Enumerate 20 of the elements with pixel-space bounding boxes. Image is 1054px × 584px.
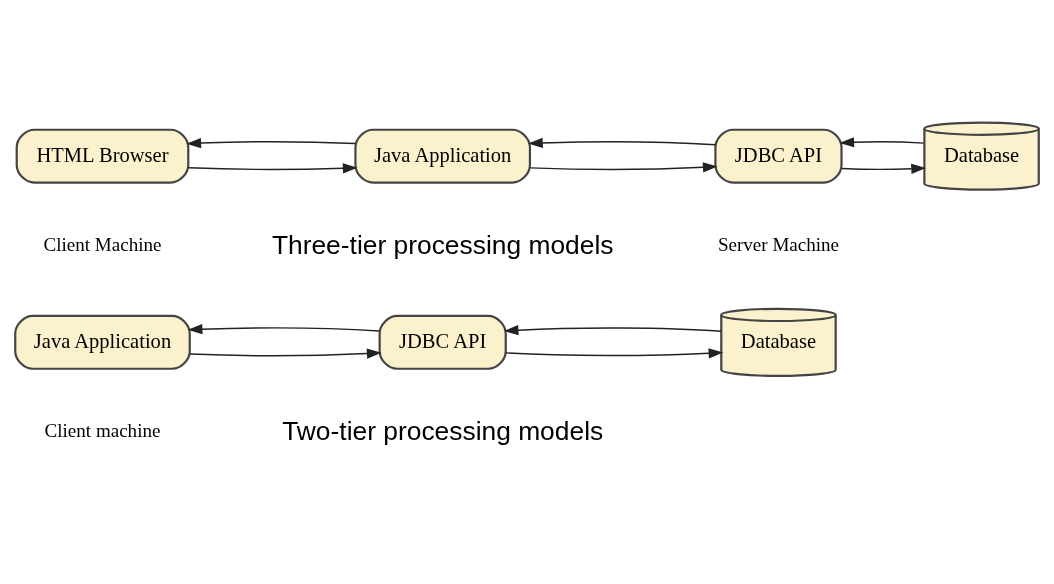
arrow bbox=[529, 162, 718, 173]
label: Client machine bbox=[44, 419, 161, 441]
node-box: JDBC API bbox=[378, 314, 507, 370]
node-box: Java Application bbox=[14, 314, 191, 370]
node-box: Java Application bbox=[354, 128, 532, 184]
arrow bbox=[187, 163, 358, 174]
node-box: HTML Browser bbox=[15, 128, 190, 184]
arrow bbox=[186, 137, 357, 149]
label: Three-tier processing models bbox=[271, 229, 614, 260]
label: Server Machine bbox=[717, 233, 840, 255]
arrow bbox=[189, 348, 382, 359]
arrow bbox=[840, 163, 926, 174]
arrow bbox=[839, 137, 925, 148]
arrow bbox=[505, 348, 724, 359]
arrow bbox=[503, 325, 722, 336]
arrow bbox=[187, 324, 381, 335]
label: Client Machine bbox=[43, 233, 162, 255]
arrow bbox=[528, 137, 717, 149]
label: Two-tier processing models bbox=[282, 415, 604, 446]
node-box: JDBC API bbox=[714, 128, 843, 184]
